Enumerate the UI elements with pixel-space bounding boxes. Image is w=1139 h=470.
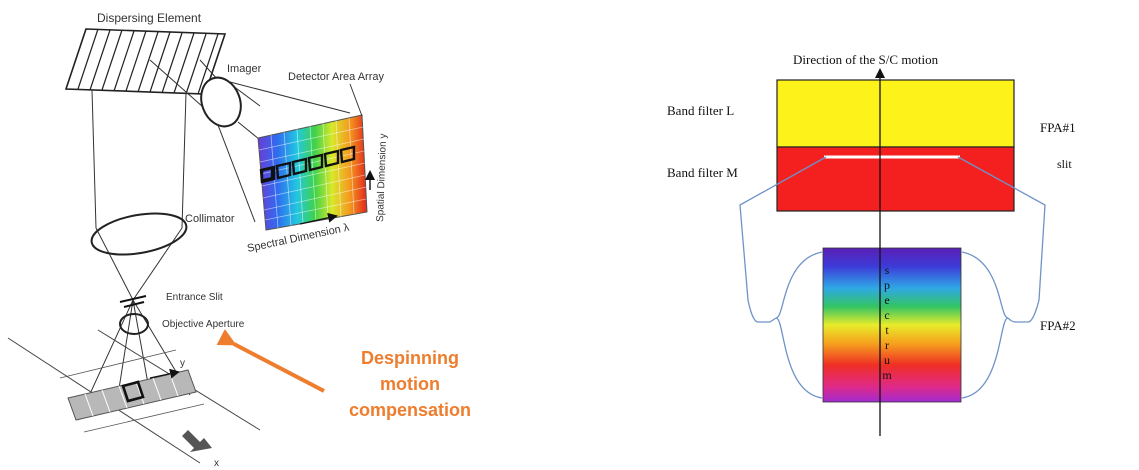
detector-pointer-line <box>349 83 363 117</box>
detector-area-array-label: Detector Area Array <box>288 71 384 83</box>
band-filter-l-region <box>776 79 1015 148</box>
optical-rays <box>77 59 351 421</box>
spectrum-letter: u <box>884 353 890 367</box>
slit-to-spectrum-brackets <box>739 156 1046 399</box>
slit-label: slit <box>1057 157 1072 171</box>
entrance-slit-label: Entrance Slit <box>166 292 223 303</box>
callout-line-2: motion <box>380 374 440 394</box>
axis-x-label: x <box>214 458 219 469</box>
spectrum-letter: r <box>885 338 889 352</box>
spectral-dimension-label: Spectral Dimension λ <box>246 221 351 254</box>
spectrum-text: s p e c t r u m <box>882 263 892 382</box>
spectrum-letter: c <box>884 308 889 322</box>
spectrum-letter: e <box>884 293 889 307</box>
fpa1-label: FPA#1 <box>1040 120 1076 135</box>
x-direction-arrow-icon <box>182 430 212 452</box>
imaging-spectrometer-diagram: Dispersing Element Imager <box>7 11 389 469</box>
objective-aperture <box>119 313 149 335</box>
callout-line-3: compensation <box>349 400 471 420</box>
axis-y-label: y <box>180 358 185 369</box>
spectrum-letter: m <box>882 368 892 382</box>
objective-aperture-label: Objective Aperture <box>162 319 245 330</box>
imager-label: Imager <box>227 63 262 75</box>
entrance-slit <box>119 295 147 308</box>
spectrum-letter: s <box>885 263 890 277</box>
collimator-label: Collimator <box>185 213 235 225</box>
focal-plane-diagram: Direction of the S/C motion Band filter … <box>667 52 1076 436</box>
imager-lens <box>200 76 242 128</box>
despinning-callout: Despinning motion compensation <box>216 329 471 420</box>
spectrum-bar <box>822 247 962 403</box>
band-filter-l-label: Band filter L <box>667 103 734 118</box>
spectral-arrow <box>299 212 338 225</box>
y-axis-arrow <box>149 368 180 379</box>
spatial-dimension-label: Spatial Dimension y <box>375 133 389 222</box>
collimator-lens <box>90 212 188 256</box>
spectrum-letter: t <box>885 323 889 337</box>
ground-swath <box>7 329 261 464</box>
callout-arrow <box>216 329 325 393</box>
detector-area-array <box>257 114 368 231</box>
dispersing-element-label: Dispersing Element <box>97 11 202 25</box>
band-filter-m-label: Band filter M <box>667 165 738 180</box>
spectrum-letter: p <box>884 278 890 292</box>
direction-label: Direction of the S/C motion <box>793 52 939 67</box>
fpa2-label: FPA#2 <box>1040 318 1076 333</box>
callout-line-1: Despinning <box>361 348 459 368</box>
dispersing-element <box>64 28 227 95</box>
